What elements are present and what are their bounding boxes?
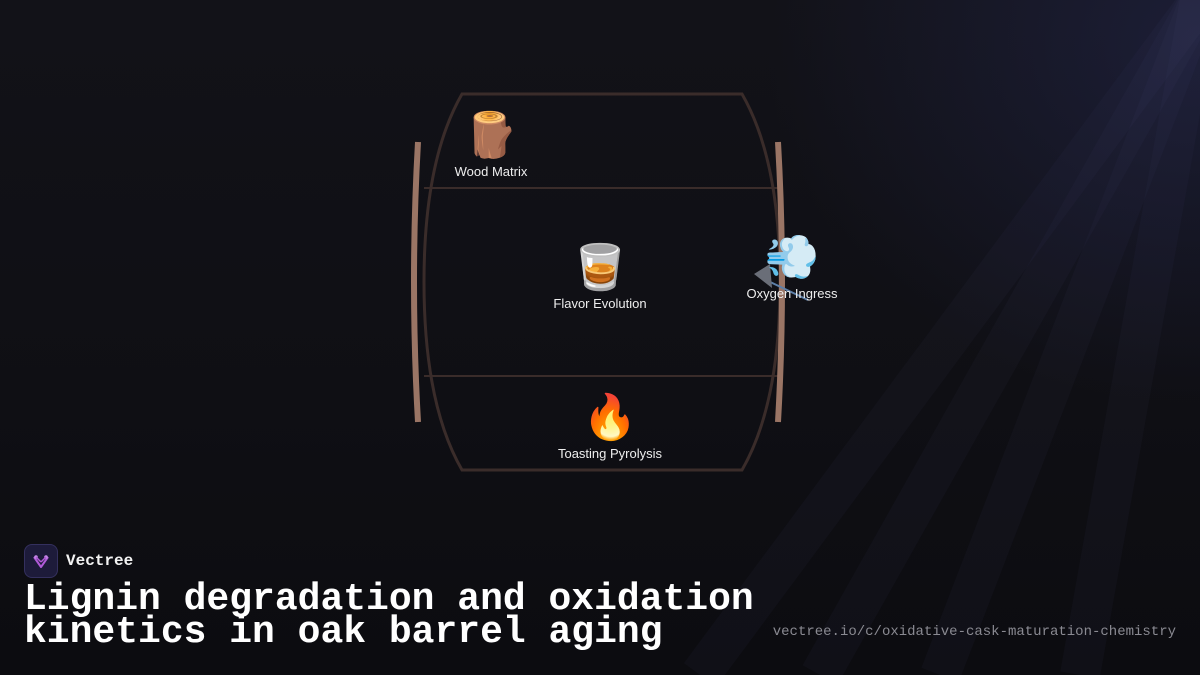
- brand: Vectree: [24, 544, 133, 578]
- barrel-diagram: 🪵 Wood Matrix 🥃 Flavor Evolution 💨 Oxyge…: [411, 92, 838, 472]
- fire-icon: 🔥: [582, 392, 638, 443]
- node-label: Oxygen Ingress: [746, 286, 838, 301]
- oxygen-arrow-line: [765, 279, 809, 301]
- page-title: Lignin degradation and oxidation kinetic…: [24, 578, 754, 654]
- node-label: Flavor Evolution: [553, 296, 647, 311]
- wood-log-icon: 🪵: [463, 110, 519, 161]
- whiskey-glass-icon: 🥃: [572, 242, 628, 293]
- node-wood-matrix: 🪵 Wood Matrix: [455, 110, 528, 179]
- barrel-outline: [422, 92, 782, 472]
- node-label: Wood Matrix: [454, 164, 528, 179]
- wind-gust-icon: 💨: [764, 232, 820, 283]
- oxygen-arrow-head: [754, 264, 772, 288]
- barrel-stave-left: [411, 141, 421, 423]
- vectree-logo-icon: [24, 544, 58, 578]
- node-label: Toasting Pyrolysis: [557, 446, 663, 461]
- brand-name: Vectree: [66, 552, 134, 570]
- barrel-shape: [411, 92, 809, 472]
- node-toasting-pyrolysis: 🔥 Toasting Pyrolysis: [558, 392, 662, 461]
- source-url: vectree.io/c/oxidative-cask-maturation-c…: [772, 624, 1176, 640]
- barrel-stave-right: [775, 141, 785, 423]
- node-oxygen-ingress: 💨 Oxygen Ingress: [746, 232, 837, 301]
- node-flavor-evolution: 🥃 Flavor Evolution: [553, 242, 646, 311]
